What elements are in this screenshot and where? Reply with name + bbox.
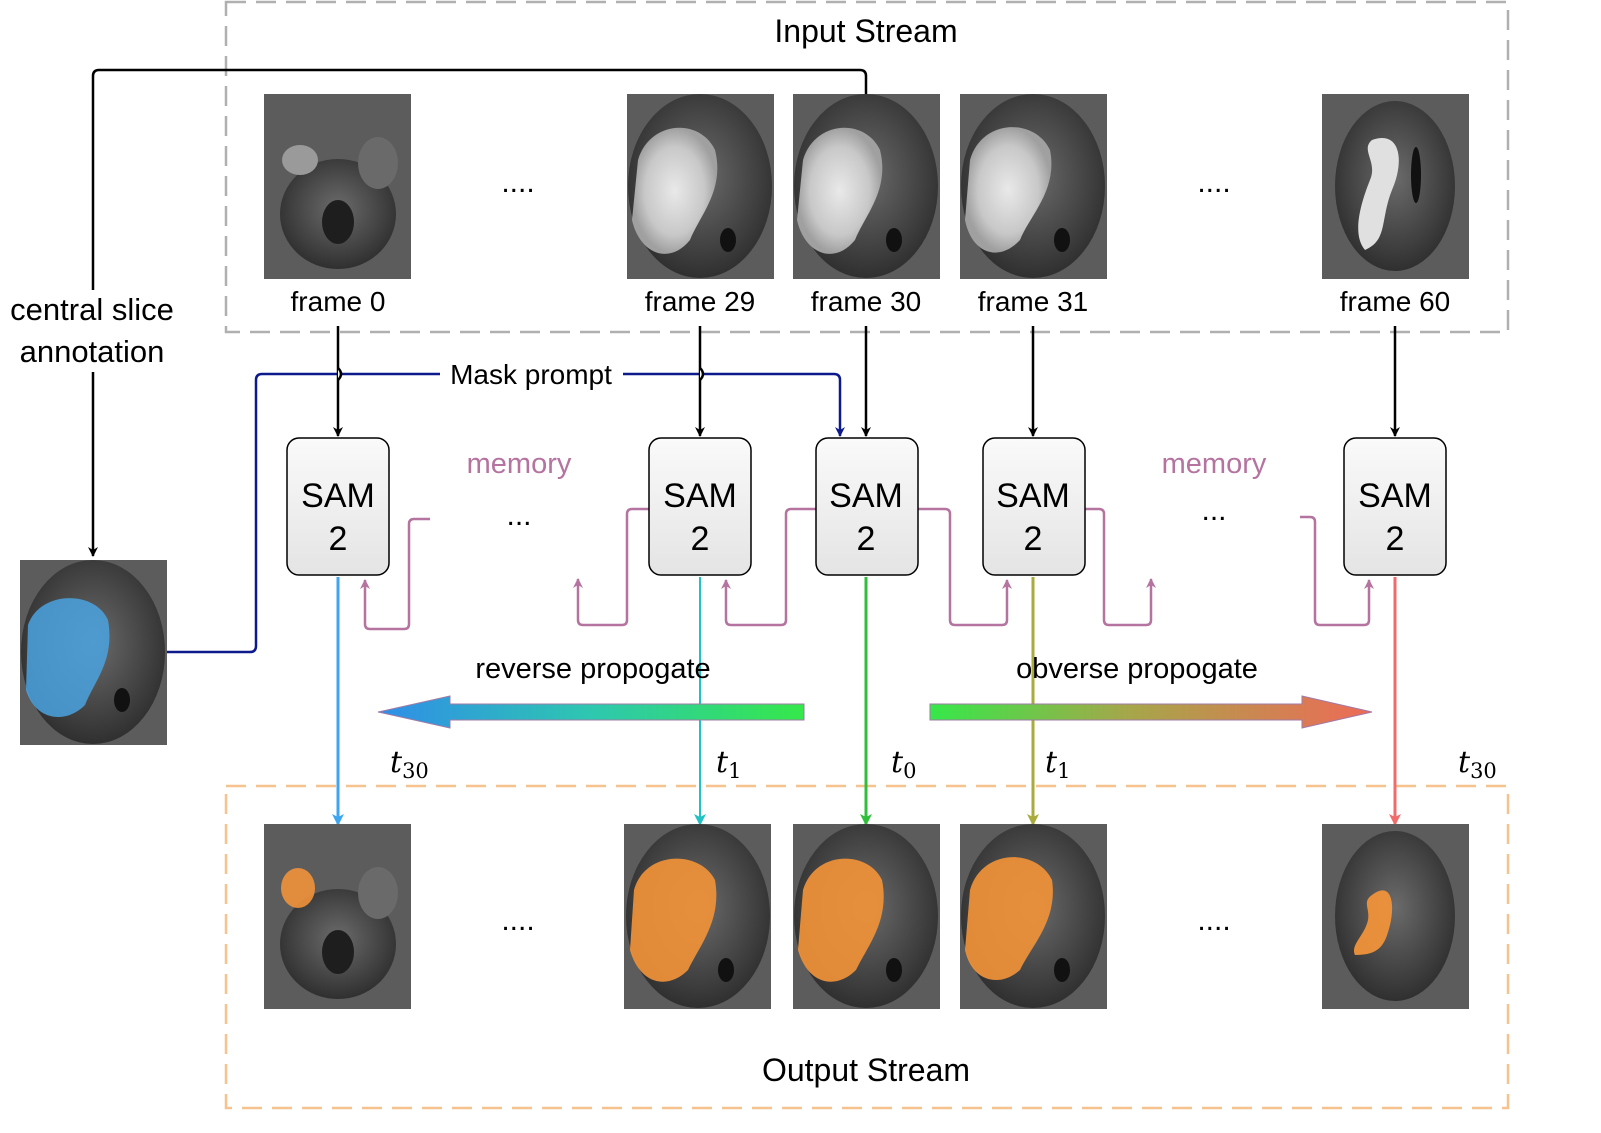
sam-block-5-line1: SAM bbox=[1358, 477, 1432, 515]
sam-block-2: SAM 2 bbox=[648, 437, 752, 576]
input-frame-31-image bbox=[960, 94, 1107, 279]
memory-connector-5 bbox=[1085, 507, 1156, 627]
memory-connector-3 bbox=[721, 507, 816, 627]
sam-block-3-line2: 2 bbox=[857, 520, 876, 558]
input-stream-title: Input Stream bbox=[774, 13, 957, 49]
output-frame-0-image bbox=[264, 824, 411, 1009]
output-stream-title: Output Stream bbox=[762, 1052, 970, 1088]
mask-prompt-label: Mask prompt bbox=[450, 359, 612, 390]
sam-block-4-line1: SAM bbox=[996, 477, 1070, 515]
memory-connector-2 bbox=[573, 507, 649, 627]
input-ellipsis-left: .... bbox=[501, 166, 534, 199]
memory-label-left: memory bbox=[467, 448, 572, 480]
memory-connector-4 bbox=[918, 507, 1012, 627]
annotation-label-line1: central slice bbox=[10, 292, 174, 327]
input-frame-0-image bbox=[264, 94, 411, 279]
sam-ellipsis-right: ... bbox=[1201, 494, 1226, 527]
input-frame-60-image bbox=[1322, 94, 1469, 279]
mask-prompt-line bbox=[167, 372, 845, 654]
frame-label-0: frame 0 bbox=[291, 286, 386, 317]
sam-block-2-line1: SAM bbox=[663, 477, 737, 515]
sam-block-4: SAM 2 bbox=[982, 437, 1086, 576]
reverse-propagate-label: reverse propogate bbox=[475, 653, 710, 685]
sam-block-3: SAM 2 bbox=[815, 437, 919, 576]
output-ellipsis-right: .... bbox=[1197, 904, 1230, 937]
sam-block-1-line1: SAM bbox=[301, 477, 375, 515]
memory-connector-6 bbox=[1300, 515, 1374, 627]
obverse-propagate-label: obverse propogate bbox=[1016, 653, 1258, 685]
sam-ellipsis-left: ... bbox=[506, 499, 531, 532]
annotation-label-line2: annotation bbox=[20, 334, 165, 369]
time-label-t30-right: t30 bbox=[1458, 745, 1497, 783]
time-label-t1-left: t1 bbox=[716, 745, 741, 783]
annotated-slice-image bbox=[20, 560, 167, 745]
input-ellipsis-right: .... bbox=[1197, 166, 1230, 199]
frame-label-30: frame 30 bbox=[811, 286, 922, 317]
output-frame-60-image bbox=[1322, 824, 1469, 1009]
sam-block-1: SAM 2 bbox=[286, 437, 390, 576]
sam-block-5: SAM 2 bbox=[1343, 437, 1447, 576]
sam-block-2-line2: 2 bbox=[691, 520, 710, 558]
output-frame-31-image bbox=[960, 824, 1107, 1009]
output-frame-30-image bbox=[793, 824, 940, 1009]
line-hop-frame-0 bbox=[337, 367, 343, 381]
sam-block-4-line2: 2 bbox=[1024, 520, 1043, 558]
memory-label-right: memory bbox=[1162, 448, 1267, 480]
output-ellipsis-left: .... bbox=[501, 904, 534, 937]
output-frame-29-image bbox=[624, 824, 771, 1009]
time-label-t1-right: t1 bbox=[1045, 745, 1070, 783]
line-hop-frame-29 bbox=[699, 367, 705, 381]
time-label-t0: t0 bbox=[891, 745, 916, 783]
reverse-propagate-arrow bbox=[377, 695, 805, 729]
sam-block-3-line1: SAM bbox=[829, 477, 903, 515]
annotation-connector-line bbox=[88, 68, 868, 557]
frame-label-60: frame 60 bbox=[1340, 286, 1451, 317]
memory-connector-1 bbox=[360, 517, 430, 631]
input-frame-30-image bbox=[793, 94, 940, 279]
input-frame-29-image bbox=[627, 94, 774, 279]
frame-label-31: frame 31 bbox=[978, 286, 1089, 317]
obverse-propagate-arrow bbox=[929, 695, 1373, 729]
time-label-t30-left: t30 bbox=[390, 745, 429, 783]
sam-block-1-line2: 2 bbox=[329, 520, 348, 558]
frame-label-29: frame 29 bbox=[645, 286, 756, 317]
sam-block-5-line2: 2 bbox=[1386, 520, 1405, 558]
